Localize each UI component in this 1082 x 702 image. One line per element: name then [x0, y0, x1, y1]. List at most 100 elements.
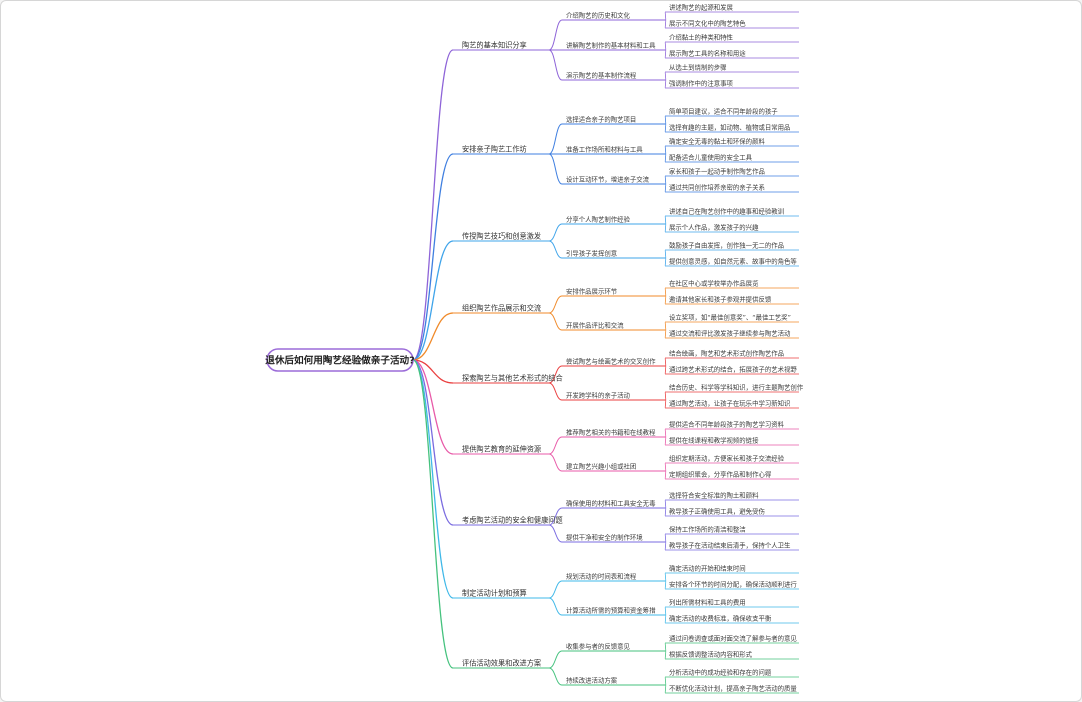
connector-topic-leaf	[664, 676, 667, 686]
topic-node[interactable]: 讲解陶艺制作的基本材料和工具	[566, 41, 656, 50]
connector-branch-topic	[548, 223, 563, 242]
leaf-node[interactable]: 教导孩子在活动结束后清手，保持个人卫生	[669, 541, 791, 550]
connector-topic-leaf	[664, 606, 667, 616]
leaf-node[interactable]: 通过交流和评比激发孩子继续参与陶艺活动	[669, 329, 791, 338]
leaf-node[interactable]: 提供适合不同年龄段孩子的陶艺学习资料	[669, 420, 785, 429]
branch-node[interactable]: 陶艺的基本知识分享	[462, 41, 527, 50]
connector-topic-leaf	[664, 428, 667, 438]
leaf-node[interactable]: 结合绘画，陶艺和艺术形式创作陶艺作品	[669, 349, 784, 358]
connector-topic-leaf	[664, 183, 667, 193]
leaf-node[interactable]: 不断优化活动计划，提高亲子陶艺活动的质量	[669, 684, 797, 693]
topic-node[interactable]: 开展作品评比和交流	[566, 321, 624, 330]
connector-branch-topic	[548, 453, 563, 472]
topic-node[interactable]: 规划活动的时间表和流程	[566, 572, 637, 581]
leaf-node[interactable]: 介绍黏土的种类和特性	[669, 33, 734, 42]
leaf-node[interactable]: 保持工作场所的清洁和整洁	[669, 525, 746, 534]
connector-topic-leaf	[664, 470, 667, 480]
connector-branch-topic	[548, 667, 563, 686]
branch-node[interactable]: 安排亲子陶艺工作坊	[462, 145, 527, 154]
leaf-node[interactable]: 结合历史、科学等学科知识，进行主题陶艺创作	[669, 383, 804, 392]
leaf-node[interactable]: 根据反馈调整活动内容和形式	[669, 650, 753, 659]
topic-node[interactable]: 安排作品展示环节	[566, 287, 618, 296]
leaf-node[interactable]: 讲述陶艺的起源和发展	[669, 3, 734, 12]
leaf-node[interactable]: 通过跨艺术形式的结合，拓展孩子的艺术视野	[669, 365, 797, 374]
topic-node[interactable]: 持续改进活动方案	[566, 676, 618, 685]
connector-branch-topic	[548, 19, 563, 51]
leaf-node[interactable]: 通过共同创作培养亲密的亲子关系	[669, 183, 765, 192]
connector-topic-leaf	[664, 71, 667, 81]
connector-topic-leaf	[664, 436, 667, 446]
leaf-node[interactable]: 分析活动中的成功经验和存在的问题	[669, 668, 772, 677]
topic-node[interactable]: 收集参与者的反馈意见	[566, 642, 631, 651]
leaf-node[interactable]: 定期组织聚会，分享作品和制作心得	[669, 470, 772, 479]
connector-topic-leaf	[664, 11, 667, 21]
topic-node[interactable]: 准备工作场所和材料与工具	[566, 145, 643, 154]
leaf-node[interactable]: 组织定期活动，方便家长和孩子交流经验	[669, 454, 785, 463]
leaf-node[interactable]: 通过问卷调查或面对面交流了解参与者的意见	[669, 634, 797, 643]
connector-topic-leaf	[664, 391, 667, 401]
leaf-node[interactable]: 从选土到烧制的步骤	[669, 63, 727, 72]
leaf-node[interactable]: 选择有趣的主题，如动物、植物或日常用品	[669, 123, 790, 132]
leaf-node[interactable]: 确定活动的收费标准，确保收支平衡	[669, 614, 772, 623]
leaf-node[interactable]: 安排各个环节的时间分配，确保活动顺利进行	[669, 580, 797, 589]
leaf-node[interactable]: 教导孩子正确使用工具，避免受伤	[669, 507, 765, 516]
connector-root-branch	[412, 359, 454, 669]
connector-branch-topic	[548, 123, 563, 155]
leaf-node[interactable]: 设立奖项，如“最佳创意奖”、“最佳工艺奖”	[669, 313, 791, 322]
branch-node[interactable]: 传授陶艺技巧和创意激发	[462, 232, 541, 241]
branch-node[interactable]: 评估活动效果和改进方案	[462, 659, 541, 668]
leaf-node[interactable]: 提供创意灵感，如自然元素、故事中的角色等	[669, 257, 797, 266]
connector-root-branch	[412, 49, 454, 361]
leaf-node[interactable]: 邀请其他家长和孩子参观并提供反馈	[669, 295, 772, 304]
connector-topic-leaf	[664, 684, 667, 694]
leaf-node[interactable]: 配备适合儿童使用的安全工具	[669, 153, 753, 162]
topic-node[interactable]: 选择适合亲子的陶艺项目	[566, 115, 636, 124]
leaf-node[interactable]: 展示个人作品，激发孩子的兴趣	[669, 223, 759, 232]
leaf-node[interactable]: 讲述自己在陶艺创作中的趣事和经验教训	[669, 207, 784, 216]
leaf-node[interactable]: 选择符合安全标准的陶土和颜料	[669, 491, 759, 500]
topic-node[interactable]: 开发跨学科的亲子活动	[566, 391, 631, 400]
leaf-node[interactable]: 确定安全无毒的黏土和环保的颜料	[669, 137, 765, 146]
topic-node[interactable]: 推荐陶艺相关的书籍和在线教程	[566, 428, 656, 437]
connector-topic-leaf	[664, 295, 667, 305]
leaf-node[interactable]: 展示陶艺工具的名称和用途	[669, 49, 746, 58]
topic-node[interactable]: 确保使用的材料和工具安全无毒	[566, 499, 656, 508]
topic-node[interactable]: 计算活动所需的预算和资金筹措	[566, 606, 656, 615]
leaf-node[interactable]: 强调制作中的注意事项	[669, 79, 734, 88]
connector-topic-leaf	[664, 145, 667, 155]
leaf-node[interactable]: 列出所需材料和工具的费用	[669, 598, 746, 607]
topic-node[interactable]: 设计互动环节，增进亲子交流	[566, 175, 650, 184]
topic-node[interactable]: 分享个人陶艺制作经验	[566, 215, 631, 224]
leaf-node[interactable]: 简单项目建议，适合不同年龄段的孩子	[669, 107, 778, 116]
connector-topic-leaf	[664, 175, 667, 185]
connector-topic-leaf	[664, 499, 667, 509]
branch-node[interactable]: 提供陶艺教育的延伸资源	[462, 445, 541, 454]
leaf-node[interactable]: 鼓励孩子自由发挥，创作独一无二的作品	[669, 241, 784, 250]
leaf-node[interactable]: 提供在线课程和教学视频的链接	[669, 436, 759, 445]
root-node-box	[266, 348, 414, 372]
branch-node[interactable]: 考虑陶艺活动的安全和健康问题	[462, 516, 563, 525]
leaf-node[interactable]: 家长和孩子一起动手制作陶艺作品	[669, 167, 765, 176]
topic-node[interactable]: 建立陶艺兴趣小组或社团	[566, 462, 636, 471]
connector-topic-leaf	[664, 79, 667, 89]
topic-node[interactable]: 尝试陶艺与绘画艺术的交叉创作	[566, 357, 656, 366]
connector-topic-leaf	[664, 115, 667, 125]
root-node[interactable]: 退休后如何用陶艺经验做亲子活动?	[265, 348, 415, 372]
topic-node[interactable]: 介绍陶艺的历史和文化	[566, 11, 631, 20]
leaf-node[interactable]: 在社区中心或学校举办作品展览	[669, 279, 758, 288]
topic-node[interactable]: 引导孩子发挥创意	[566, 249, 617, 258]
leaf-node[interactable]: 确定活动的开始和结束时间	[669, 564, 746, 573]
connector-topic-leaf	[664, 49, 667, 59]
connector-topic-leaf	[664, 580, 667, 590]
branch-node[interactable]: 组织陶艺作品展示和交流	[462, 304, 541, 313]
leaf-node[interactable]: 通过陶艺活动，让孩子在玩乐中学习新知识	[669, 399, 791, 408]
branch-node[interactable]: 制定活动计划和预算	[462, 589, 527, 598]
leaf-node[interactable]: 展示不同文化中的陶艺特色	[669, 19, 746, 28]
topic-node[interactable]: 提供干净和安全的制作环境	[566, 533, 643, 542]
branch-node[interactable]: 探索陶艺与其他艺术形式的结合	[462, 374, 563, 383]
topic-node[interactable]: 演示陶艺的基本制作流程	[566, 71, 637, 80]
connector-branch-topic	[548, 240, 563, 259]
connector-branch-topic	[548, 49, 563, 81]
